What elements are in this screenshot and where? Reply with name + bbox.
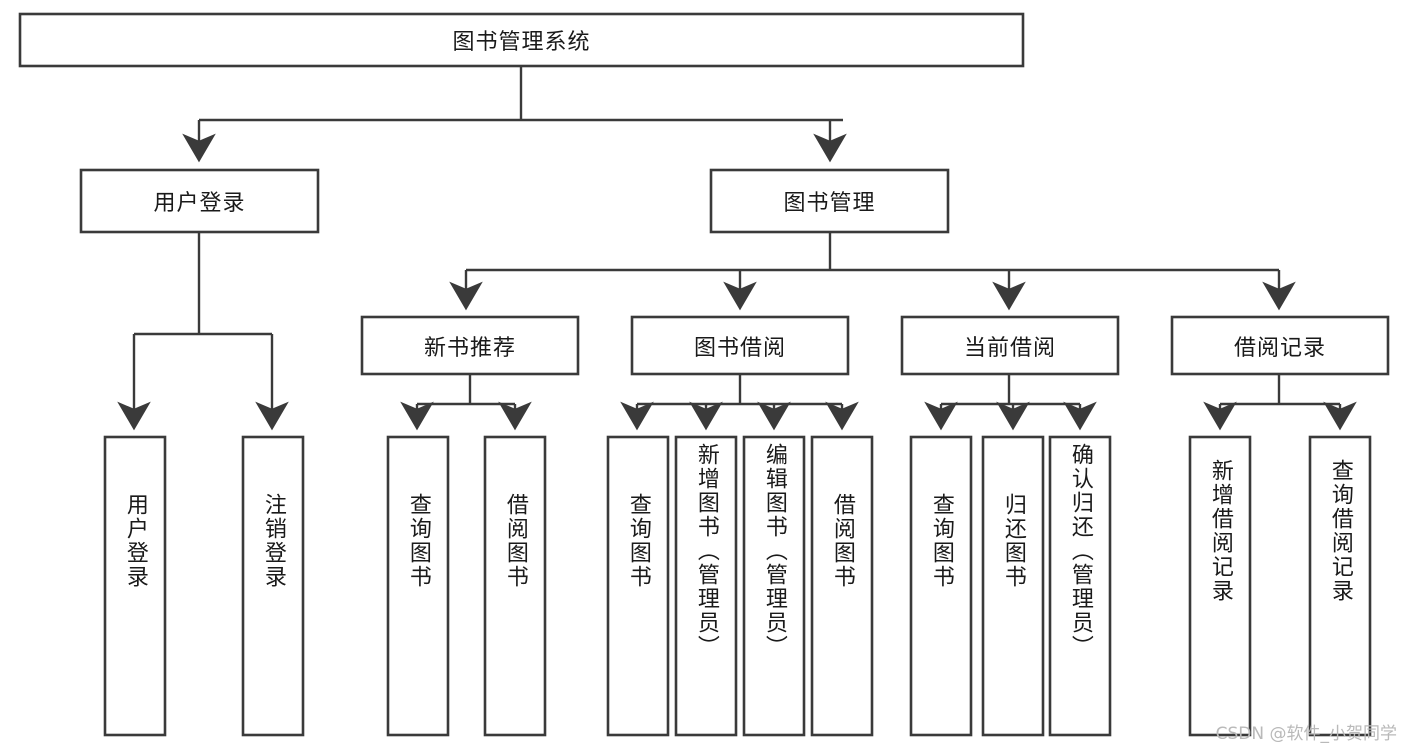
node-box-leaf-borrow-query-book[interactable] (606, 435, 670, 737)
node-box-leaf-borrow-borrow-book[interactable] (810, 435, 874, 737)
node-box-borrow-record[interactable] (1170, 315, 1390, 376)
node-box-leaf-record-query[interactable] (1308, 435, 1372, 737)
node-box-leaf-current-return-book[interactable] (981, 435, 1045, 737)
node-box-leaf-rec-query-book[interactable] (386, 435, 450, 737)
connector-borrow-record-to-leaves (1203, 374, 1357, 431)
node-box-book-borrow[interactable] (630, 315, 850, 376)
connector-user-login-to-leaves (117, 232, 289, 431)
node-box-leaf-user-login[interactable] (103, 435, 167, 737)
node-box-leaf-borrow-edit-book[interactable] (742, 435, 806, 737)
connector-current-borrow-to-leaves (924, 374, 1097, 431)
node-box-leaf-borrow-add-book[interactable] (674, 435, 738, 737)
node-box-leaf-current-query-book[interactable] (909, 435, 973, 737)
node-box-book-manage[interactable] (709, 168, 950, 234)
node-box-leaf-record-add[interactable] (1188, 435, 1252, 737)
node-box-new-book-recommend[interactable] (360, 315, 580, 376)
node-box-user-login[interactable] (79, 168, 320, 234)
node-box-leaf-current-confirm-return[interactable] (1048, 435, 1112, 737)
node-box-leaf-rec-borrow-book[interactable] (483, 435, 547, 737)
node-box-current-borrow[interactable] (900, 315, 1120, 376)
connector-book-manage-to-level3 (449, 232, 1296, 311)
connector-new-book-recommend-to-leaves (400, 374, 532, 431)
connector-root-to-level2 (182, 66, 847, 163)
node-box-root[interactable] (18, 12, 1025, 68)
connector-book-borrow-to-leaves (620, 374, 859, 431)
node-box-leaf-user-logout[interactable] (241, 435, 305, 737)
watermark: CSDN @软件_小贺同学 (1215, 724, 1397, 744)
